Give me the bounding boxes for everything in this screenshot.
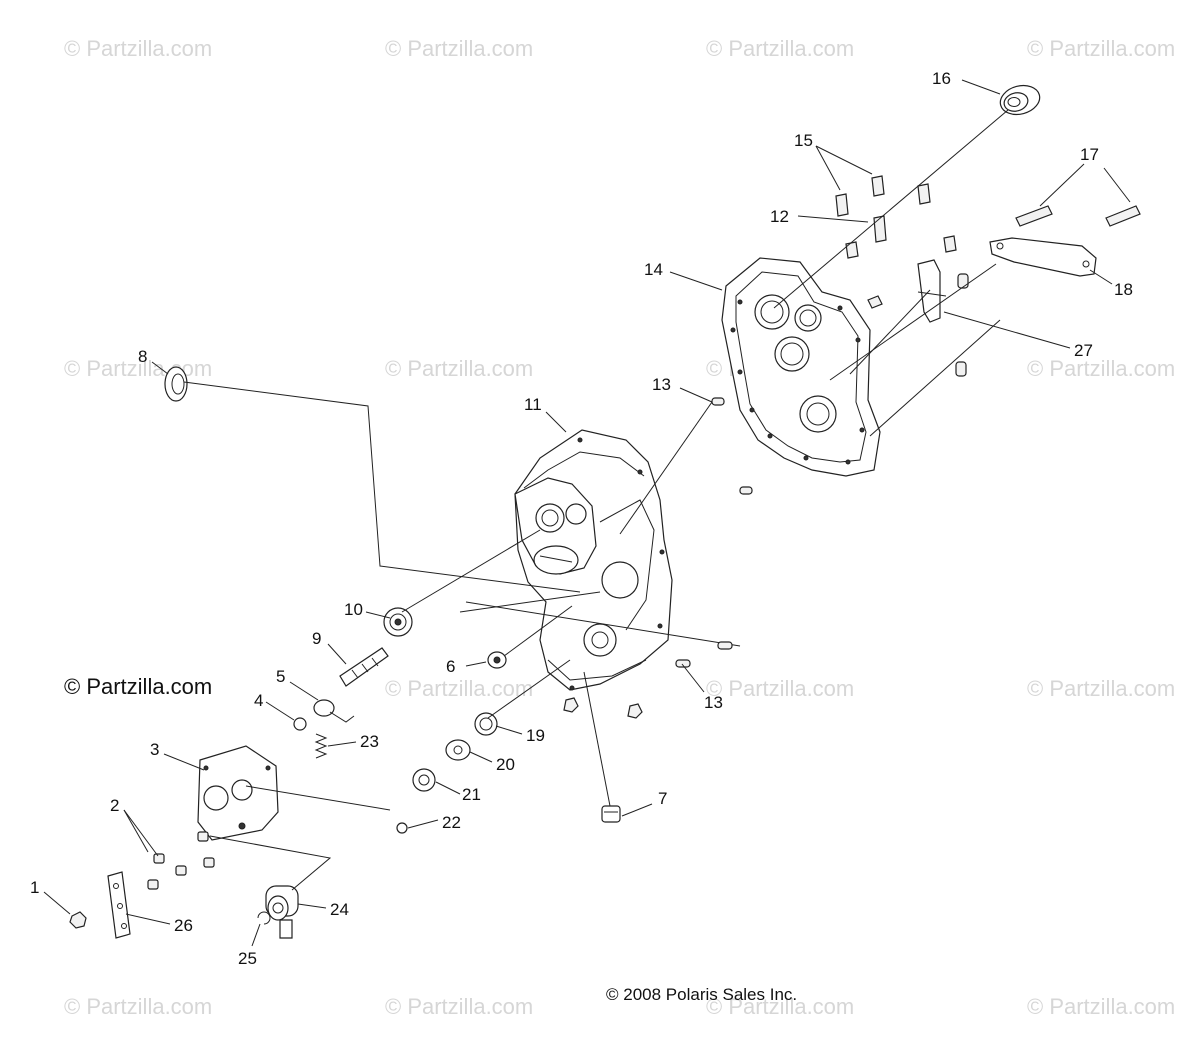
watermark: © Partzilla.com	[64, 356, 213, 381]
callout-5: 5	[276, 667, 285, 686]
watermark: © Partzilla.com	[385, 36, 534, 61]
nut-1[interactable]	[69, 911, 87, 929]
watermark: © Partzilla.com	[64, 36, 213, 61]
shaft-9[interactable]	[339, 647, 389, 687]
watermark: © Partzilla.com	[64, 994, 213, 1019]
gear-case-housing[interactable]	[514, 429, 673, 691]
callout-22: 22	[442, 813, 461, 832]
link-26[interactable]	[107, 871, 131, 939]
watermark: © Partzilla.com	[385, 356, 534, 381]
gear-19[interactable]	[474, 712, 498, 736]
callout-3: 3	[150, 740, 159, 759]
leader-lines	[183, 109, 1009, 891]
callout-23: 23	[360, 732, 379, 751]
callout-14: 14	[644, 260, 663, 279]
watermark: © Partzilla.com	[1027, 676, 1176, 701]
bracket-18[interactable]	[989, 237, 1097, 277]
ring-4[interactable]	[293, 717, 307, 731]
callout-10: 10	[344, 600, 363, 619]
washer-20[interactable]	[445, 739, 471, 761]
gear-10[interactable]	[383, 607, 413, 637]
plug-7[interactable]	[601, 805, 621, 823]
watermark: © Partzilla.com	[1027, 36, 1176, 61]
ring-22[interactable]	[396, 822, 408, 834]
callout-8: 8	[138, 347, 147, 366]
gear-case-cover[interactable]	[721, 257, 881, 477]
watermark: © Partzilla.com	[706, 676, 855, 701]
callout-7: 7	[658, 789, 667, 808]
callout-19: 19	[526, 726, 545, 745]
callout-6: 6	[446, 657, 455, 676]
fitting-12[interactable]	[867, 215, 887, 309]
watermark: © Partzilla.com	[706, 994, 855, 1019]
callout-4: 4	[254, 691, 263, 710]
bushing-6[interactable]	[487, 651, 507, 669]
spring-23[interactable]	[314, 733, 328, 759]
nuts[interactable]	[563, 697, 643, 719]
gear-21[interactable]	[412, 768, 436, 792]
callout-2: 2	[110, 796, 119, 815]
callout-20: 20	[496, 755, 515, 774]
watermark: © Partzilla.com	[706, 36, 855, 61]
bolts-17[interactable]	[1015, 205, 1141, 227]
bushing-5[interactable]	[313, 699, 355, 723]
callout-21: 21	[462, 785, 481, 804]
cover-3[interactable]	[197, 745, 279, 841]
dowel-pins-13[interactable]	[711, 273, 969, 495]
callout-27: 27	[1074, 341, 1093, 360]
callout-24: 24	[330, 900, 349, 919]
callout-26: 26	[174, 916, 193, 935]
bracket-27[interactable]	[917, 259, 947, 323]
callout-16: 16	[932, 69, 951, 88]
bolts-15[interactable]	[835, 175, 957, 259]
watermark: © Partzilla.com	[385, 676, 534, 701]
callout-1: 1	[30, 878, 39, 897]
callout-13b: 13	[704, 693, 723, 712]
bolts-2[interactable]	[147, 831, 215, 890]
callout-15: 15	[794, 131, 813, 150]
copyright-notice: © 2008 Polaris Sales Inc.	[606, 985, 798, 1004]
callout-17: 17	[1080, 145, 1099, 164]
partzilla-brand-mark: © Partzilla.com	[64, 674, 213, 699]
callout-13a: 13	[652, 375, 671, 394]
callout-18: 18	[1114, 280, 1133, 299]
callout-25: 25	[238, 949, 257, 968]
callout-12: 12	[770, 207, 789, 226]
callout-11: 11	[524, 395, 542, 414]
oil-seal-16[interactable]	[997, 81, 1043, 118]
oil-seal-8[interactable]	[164, 366, 188, 402]
watermark: © Partzilla.com	[1027, 994, 1176, 1019]
callout-leaders	[43, 79, 1131, 947]
watermark: © Partzilla.com	[385, 994, 534, 1019]
bushing-24[interactable]	[265, 885, 299, 939]
watermark: © Partzilla.com	[1027, 356, 1176, 381]
clip-25[interactable]	[257, 911, 271, 925]
callout-9: 9	[312, 629, 321, 648]
